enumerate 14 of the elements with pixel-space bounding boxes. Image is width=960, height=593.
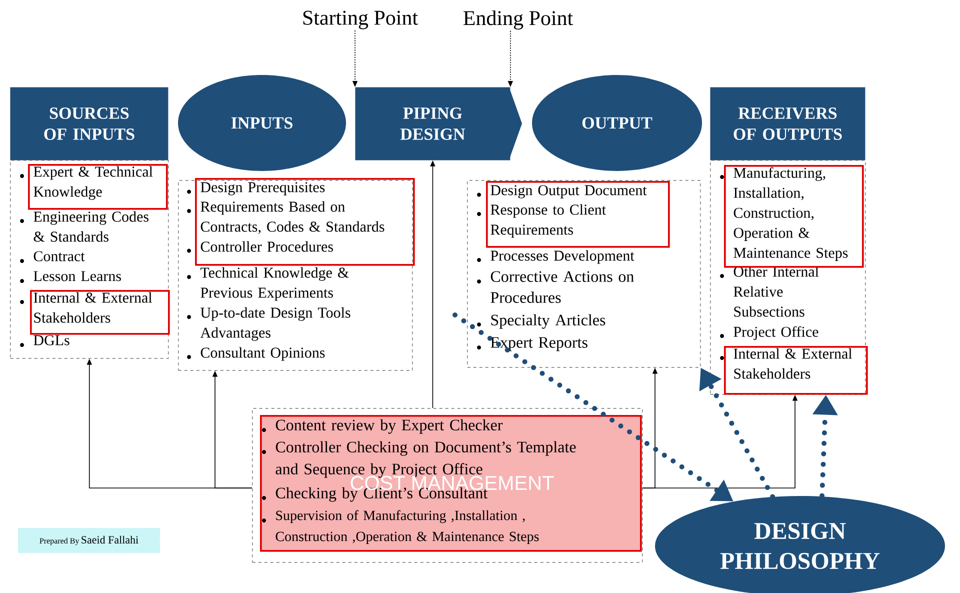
point-label: Starting Point	[303, 10, 418, 30]
ellipse-node: INPUTS	[178, 75, 346, 171]
highlight-box: Design Output Document Response to Client Requirements	[477, 181, 670, 248]
chevron-box: PIPING DESIGN	[355, 87, 522, 160]
highlight-box: Design Prerequisites Requirements Based on Contracts, Codes & Standards Controller Procedures	[187, 178, 415, 266]
highlight-box: Expert & Technical Knowledge	[20, 164, 168, 210]
highlight-box: Internal & External Stakeholders	[20, 290, 170, 335]
ellipse-node: OUTPUT	[532, 75, 702, 171]
header-box: RECEIVERS OF OUTPUTS	[710, 87, 866, 160]
point-label: Ending Point	[464, 10, 574, 30]
highlight-box: Internal & External Stakeholders	[720, 346, 868, 395]
header-box: SOURCES OF INPUTS	[10, 87, 168, 160]
credit-box: Prepared By Saeid Fallahi	[18, 528, 160, 553]
highlight-box: Manufacturing, Installation, Construction, Operation & Maintenance Steps	[720, 165, 864, 268]
